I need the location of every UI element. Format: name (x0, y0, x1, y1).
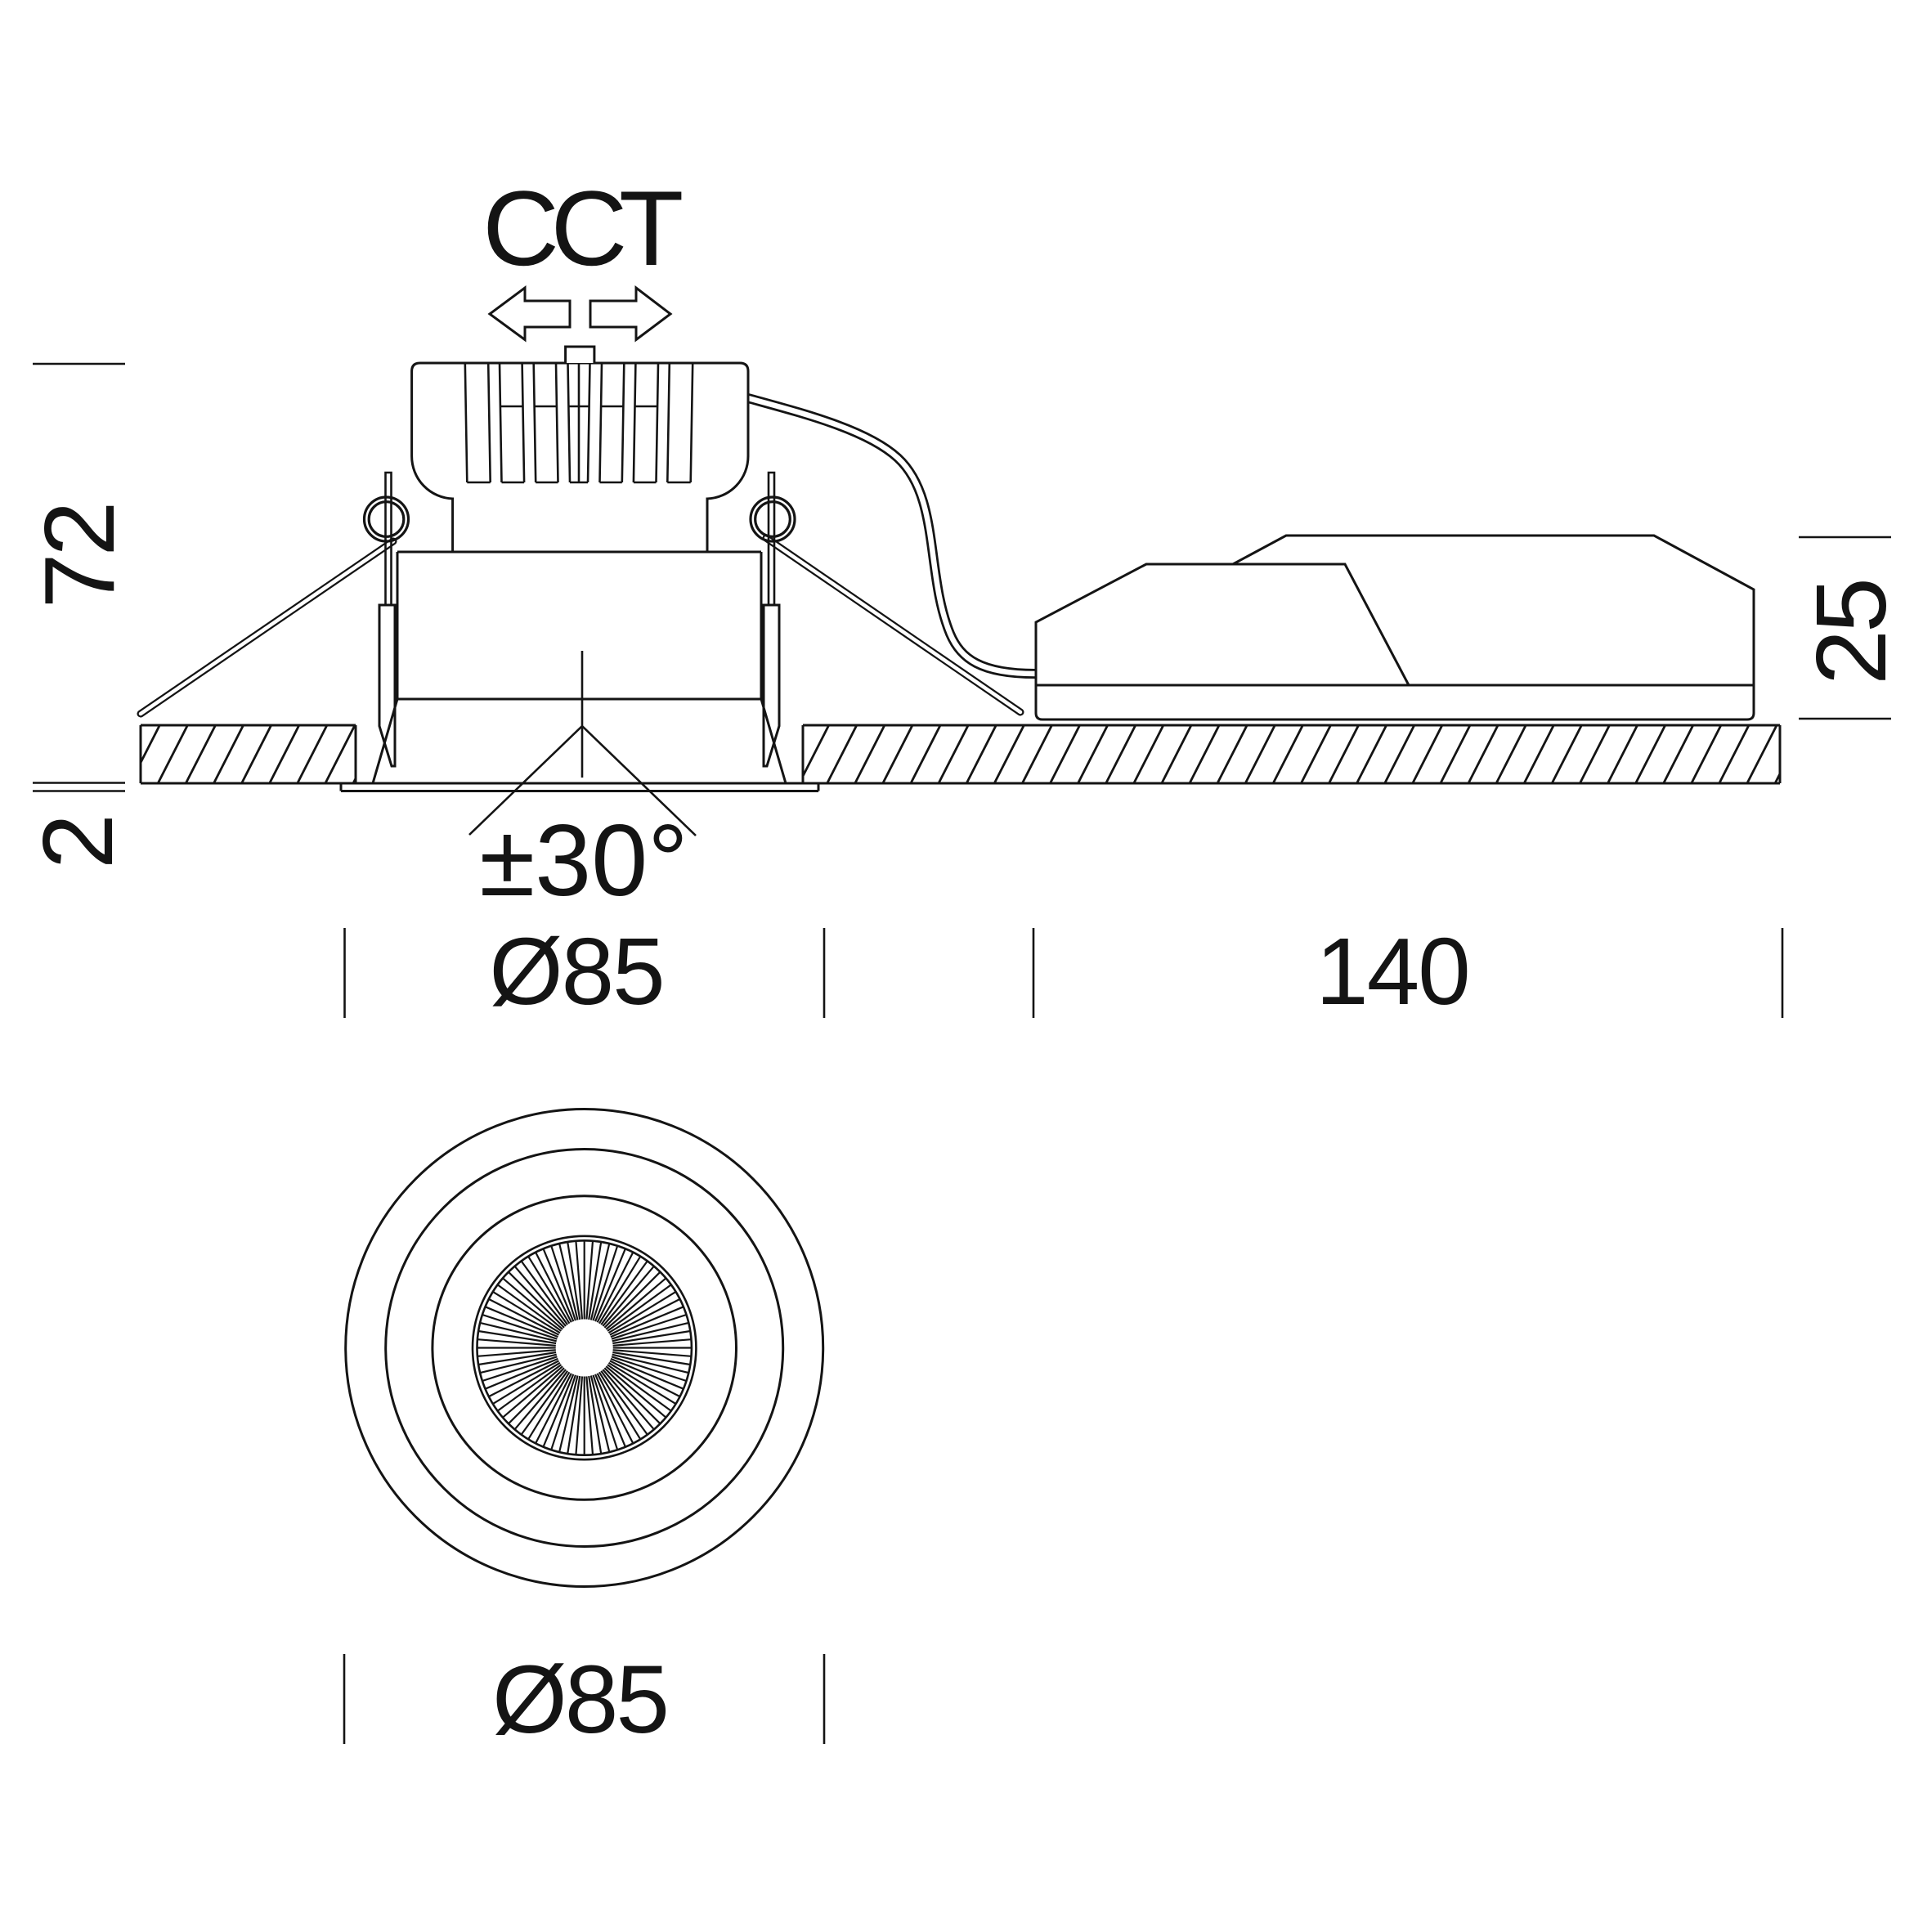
svg-text:72: 72 (24, 504, 135, 609)
svg-text:Ø85: Ø85 (489, 918, 663, 1024)
svg-text:25: 25 (1795, 580, 1907, 685)
svg-text:±30°: ±30° (479, 805, 688, 917)
svg-text:140: 140 (1316, 918, 1469, 1024)
svg-text:CCT: CCT (482, 168, 682, 288)
svg-text:Ø85: Ø85 (492, 1646, 667, 1754)
svg-text:2: 2 (22, 814, 133, 869)
